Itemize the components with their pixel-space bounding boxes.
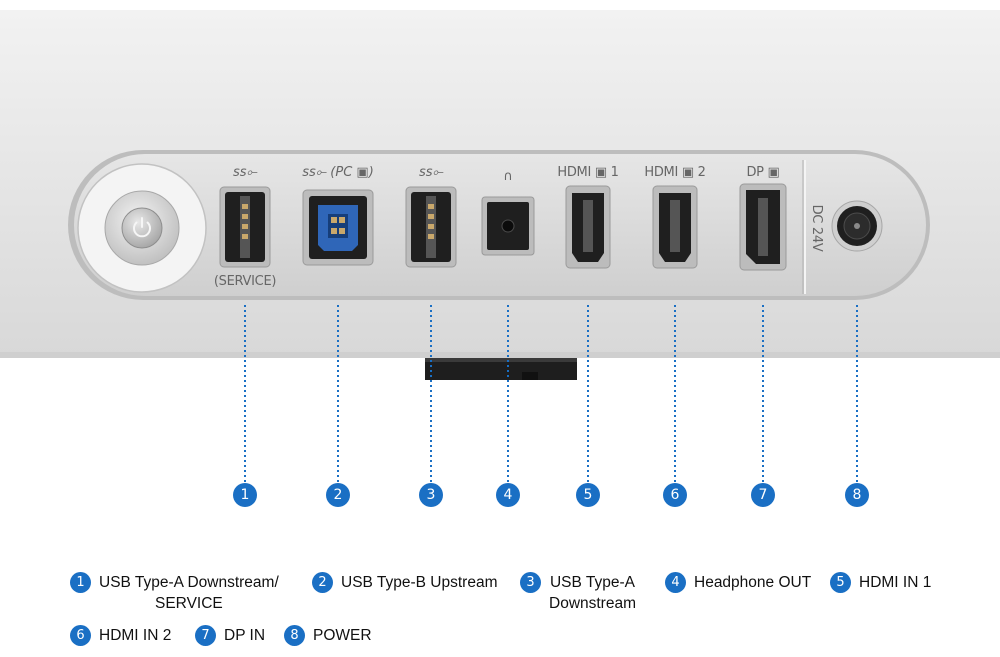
usb-a-port[interactable]	[405, 186, 457, 268]
power-icon	[133, 217, 151, 238]
usb-b-top-label: ss⟜ (PC ▣)	[302, 165, 374, 180]
legend-item-2: 2 USB Type-B Upstream	[312, 572, 498, 593]
usb-a-service-port[interactable]	[219, 186, 271, 268]
legend-badge-8: 8	[284, 625, 305, 646]
usb-b-port[interactable]	[302, 189, 374, 266]
legend-text-8: POWER	[313, 627, 372, 644]
callout-4: 4	[496, 483, 520, 507]
usb-a-service-top-label: ss⟜	[233, 165, 258, 180]
legend-badge-4: 4	[665, 572, 686, 593]
legend-badge-2: 2	[312, 572, 333, 593]
legend-text-3-line-1: USB Type-A	[549, 574, 635, 591]
callout-1: 1	[233, 483, 257, 507]
legend-badge-1: 1	[70, 572, 91, 593]
legend-item-6: 6 HDMI IN 2	[70, 625, 171, 646]
headphone-icon: ∩	[503, 169, 512, 184]
stand-bracket	[425, 358, 577, 380]
headphone-port[interactable]	[481, 196, 535, 256]
callout-3: 3	[419, 483, 443, 507]
legend-text-4: Headphone OUT	[694, 574, 812, 591]
legend-badge-7: 7	[195, 625, 216, 646]
dc-label: DC 24V	[809, 205, 824, 252]
legend: 1 USB Type-A Downstream/ SERVICE 2 USB T…	[70, 572, 970, 652]
callout-2: 2	[326, 483, 350, 507]
legend-text-5: HDMI IN 1	[859, 574, 932, 591]
callout-8: 8	[845, 483, 869, 507]
legend-text-6: HDMI IN 2	[99, 627, 172, 644]
legend-text-1-line-1: USB Type-A Downstream/	[99, 574, 279, 591]
legend-text-3: USB Type-A Downstream	[549, 572, 636, 614]
dp-label: DP ▣	[746, 165, 779, 180]
hdmi-2-port[interactable]	[652, 185, 698, 269]
service-label: (SERVICE)	[214, 274, 276, 289]
power-button[interactable]	[77, 163, 207, 293]
legend-badge-5: 5	[830, 572, 851, 593]
legend-item-8: 8 POWER	[284, 625, 372, 646]
legend-text-1-line-2: SERVICE	[154, 595, 223, 612]
hdmi-2-label: HDMI ▣ 2	[644, 165, 705, 180]
legend-badge-6: 6	[70, 625, 91, 646]
legend-item-3: 3 USB Type-A Downstream	[520, 572, 636, 614]
legend-text-3-line-2: Downstream	[549, 595, 636, 612]
legend-text-2: USB Type-B Upstream	[341, 574, 498, 591]
hdmi-1-label: HDMI ▣ 1	[557, 165, 618, 180]
power-jack[interactable]	[831, 200, 883, 252]
callout-7: 7	[751, 483, 775, 507]
legend-item-5: 5 HDMI IN 1	[830, 572, 931, 593]
usb-a-top-label: ss⟜	[419, 165, 444, 180]
callout-6: 6	[663, 483, 687, 507]
hdmi-1-port[interactable]	[565, 185, 611, 269]
callout-5: 5	[576, 483, 600, 507]
dp-port[interactable]	[739, 183, 787, 271]
legend-badge-3: 3	[520, 572, 541, 593]
legend-item-1: 1 USB Type-A Downstream/ SERVICE	[70, 572, 279, 614]
legend-text-1: USB Type-A Downstream/ SERVICE	[99, 572, 279, 614]
legend-text-7: DP IN	[224, 627, 266, 644]
legend-item-4: 4 Headphone OUT	[665, 572, 811, 593]
legend-item-7: 7 DP IN	[195, 625, 265, 646]
